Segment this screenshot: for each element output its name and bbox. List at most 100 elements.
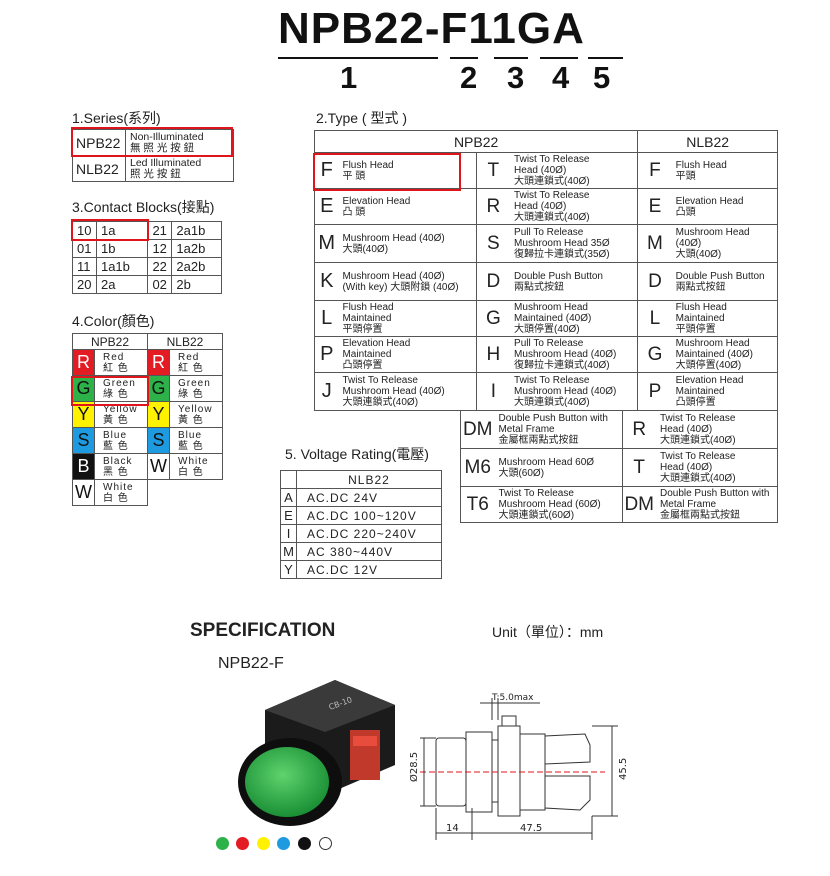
desc-line: Mushroom Head (40Ø)	[342, 386, 445, 397]
desc-line: Twist To Release	[659, 413, 736, 424]
type-code: G	[637, 336, 672, 373]
desc-line: Flush Head	[342, 159, 394, 171]
desc-line: 大頭連鎖式(40Ø)	[659, 473, 736, 484]
desc-line: Twist To Release	[498, 488, 574, 499]
color-zh: 黃 色	[178, 414, 204, 426]
desc-line: Flush Head	[675, 159, 727, 171]
series-heading: 1.Series(系列)	[72, 110, 161, 126]
cell: 02	[147, 275, 173, 294]
color-zh: 黃 色	[103, 414, 129, 426]
spec-title: SPECIFICATION	[190, 620, 336, 641]
desc-line: Head (40Ø)	[659, 462, 713, 473]
swatch-green	[216, 837, 229, 850]
color-swatch: S	[147, 427, 170, 454]
type-code: F	[314, 152, 339, 189]
voltage-value: AC.DC 24V	[296, 488, 442, 507]
product-photo: CB-10	[238, 680, 395, 826]
type-code: T	[475, 152, 511, 189]
type-code: P	[637, 372, 672, 411]
color-zh: 紅 色	[178, 362, 204, 374]
color-heading: 4.Color(顏色)	[72, 313, 155, 329]
cell	[280, 470, 297, 489]
color-zh: 紅 色	[103, 362, 129, 374]
color-en: Red	[178, 351, 200, 363]
type-code: DM	[460, 410, 495, 449]
color-en: Green	[178, 377, 211, 389]
dim-t: T:5.0max	[491, 693, 534, 703]
color-zh: 白 色	[178, 466, 204, 478]
desc-line: 大頭連鎖式(40Ø)	[514, 397, 590, 408]
desc-line: Flush Head	[675, 302, 727, 313]
desc-line: Maintained	[675, 313, 725, 324]
color-en: Yellow	[103, 403, 138, 415]
table-row: NLB22	[280, 470, 442, 489]
desc-line: 凸頭停置	[675, 397, 716, 408]
type-code: R	[475, 188, 511, 225]
swatch-white	[319, 837, 332, 850]
swatch-black	[298, 837, 311, 850]
desc-line: Elevation Head	[342, 338, 411, 349]
col-nlb22: NLB22	[296, 470, 442, 489]
desc-line: Twist To Release	[514, 154, 590, 165]
voltage-code: A	[280, 488, 297, 507]
desc-line: Double Push Button	[675, 270, 765, 282]
voltage-code: E	[280, 506, 297, 525]
cell: 2b	[171, 275, 222, 294]
unit-label: Unit（單位）：mm	[492, 624, 604, 640]
type-code: I	[475, 372, 511, 411]
type-desc: Mushroom Head (40Ø)大頭(40Ø)	[671, 224, 778, 263]
desc-line: Head (40Ø)	[514, 165, 567, 176]
desc-line: Maintained	[342, 313, 392, 324]
type-code: D	[475, 262, 511, 301]
cell: 1b	[95, 239, 149, 258]
type-desc: Mushroom Head (40Ø)大頭(40Ø)	[338, 224, 477, 263]
desc-line: Twist To Release	[514, 190, 590, 201]
desc-line: (With key) 大頭附鎖 (40Ø)	[342, 281, 459, 293]
desc-line: Double Push Button with	[659, 488, 770, 499]
cell: 10	[72, 221, 97, 240]
type-code: E	[637, 188, 672, 225]
desc-line: 復歸拉卡連鎖式(40Ø)	[514, 360, 610, 371]
color-en: White	[178, 455, 209, 467]
voltage-value: AC 380~440V	[296, 542, 442, 561]
color-swatch: B	[72, 453, 95, 480]
desc-line: 凸頭	[675, 206, 696, 218]
desc-line: Elevation Head	[342, 195, 411, 207]
color-en: Blue	[103, 429, 128, 441]
dim-width-2: 47.5	[520, 823, 542, 834]
voltage-value: AC.DC 12V	[296, 560, 442, 579]
type-code: M	[314, 224, 339, 263]
cell: 2a2b	[171, 257, 222, 276]
voltage-code: I	[280, 524, 297, 543]
dim-height: 45.5	[618, 758, 629, 780]
desc-line: Pull To Release	[514, 338, 584, 349]
cell: 22	[147, 257, 173, 276]
desc-line: Mushroom Head (60Ø)	[498, 499, 601, 510]
